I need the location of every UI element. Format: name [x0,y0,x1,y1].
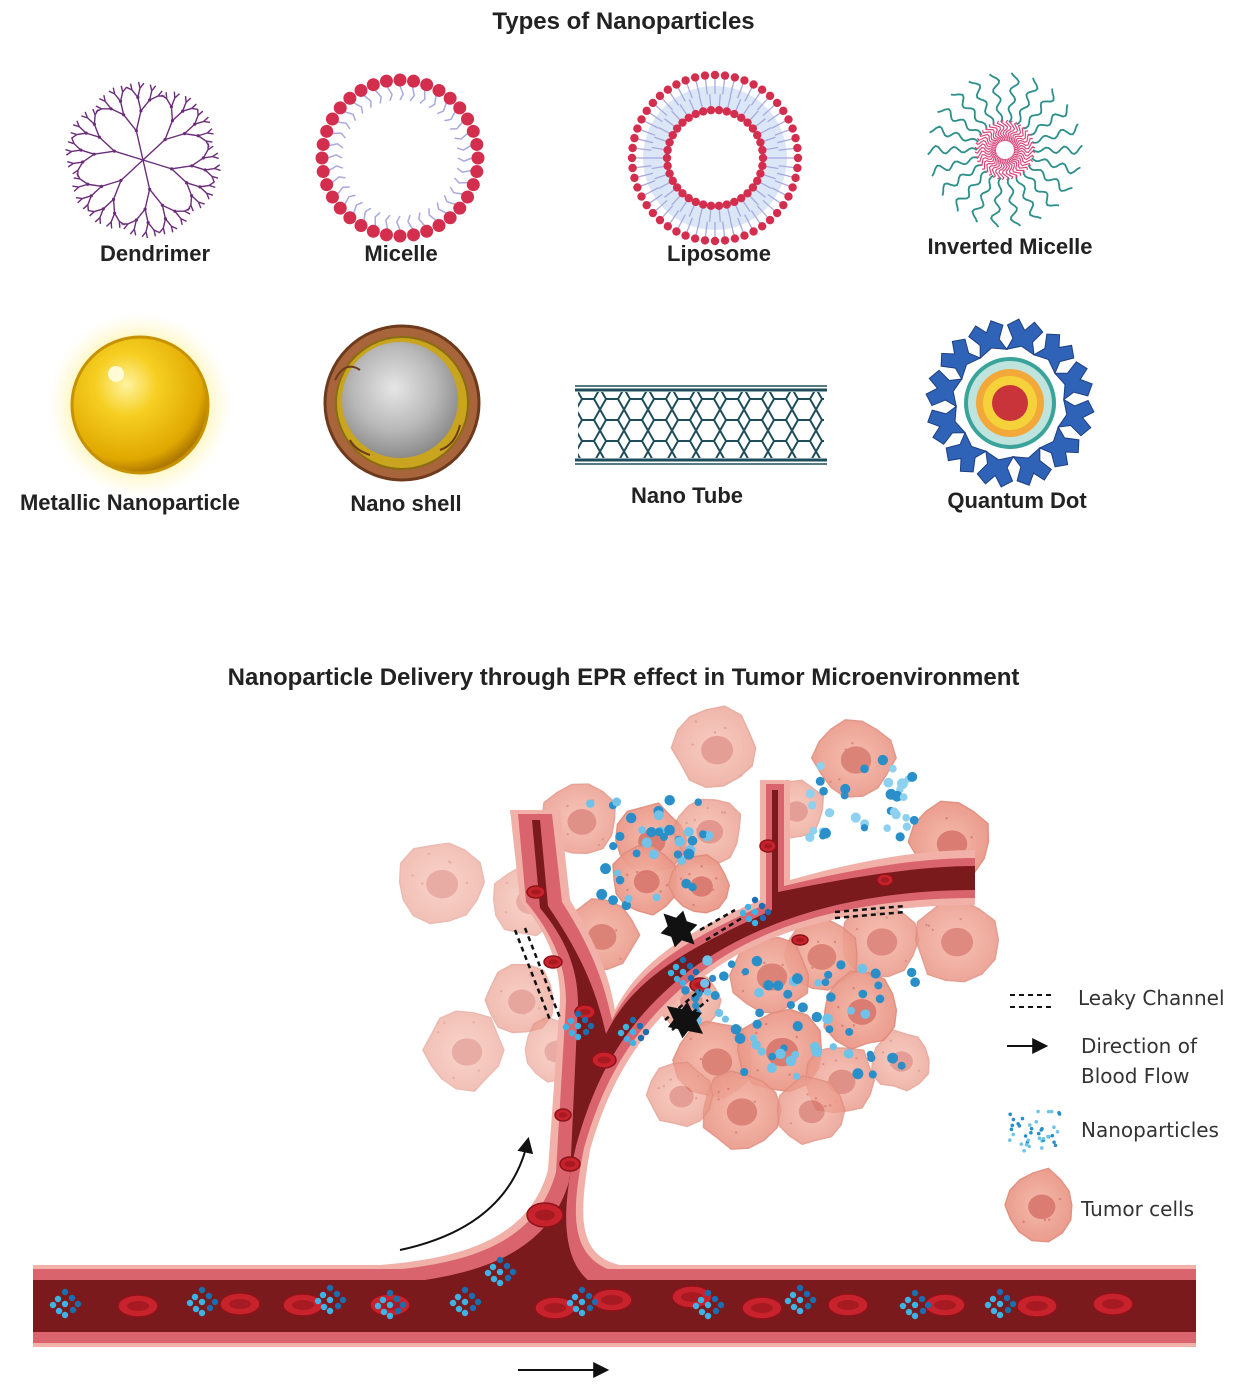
label-liposome: Liposome [667,241,771,266]
label-dendrimer: Dendrimer [99,241,211,266]
legend-graphics [1004,994,1073,1243]
nanoparticles-in-tissue [49,754,1017,1320]
metallic-nanoparticle-graphic [48,313,232,497]
label-micelle: Micelle [364,241,438,266]
label-nano-tube: Nano Tube [630,483,744,508]
title-epr-effect: Nanoparticle Delivery through EPR effect… [227,664,1020,691]
micelle-graphic [315,73,485,243]
title-types-of-nanoparticles: Types of Nanoparticles [492,8,755,35]
legend-nanoparticles-label: Nanoparticles [1081,1118,1219,1142]
legend-direction-line2: Blood Flow [1081,1064,1190,1088]
liposome-graphic [627,70,803,246]
legend-tumor-cells-label: Tumor cells [1081,1197,1194,1221]
red-blood-cells [117,839,1134,1320]
label-metallic-nanoparticle: Metallic Nanoparticle [19,490,241,515]
dendrimer-graphic [65,81,221,239]
extravasation-arrows [660,910,704,1039]
legend-leaky-channel-label: Leaky Channel [1078,986,1225,1010]
nano-shell-graphic [323,324,481,482]
blood-flow-arrows [399,1136,610,1378]
nano-tube-graphic [575,385,827,465]
label-inverted-micelle: Inverted Micelle [927,234,1093,259]
label-quantum-dot: Quantum Dot [947,488,1087,513]
quantum-dot-graphic [925,318,1095,488]
legend-direction-line1: Direction of [1081,1034,1197,1058]
label-nano-shell: Nano shell [350,491,462,516]
legend-leaky-channel-icon [1010,994,1055,1008]
tumor-cell-cluster [398,705,1000,1150]
legend-nanoparticles-icon [1008,1109,1062,1153]
legend-tumor-cells-icon [1004,1167,1073,1243]
inverted-micelle-graphic [927,72,1083,228]
